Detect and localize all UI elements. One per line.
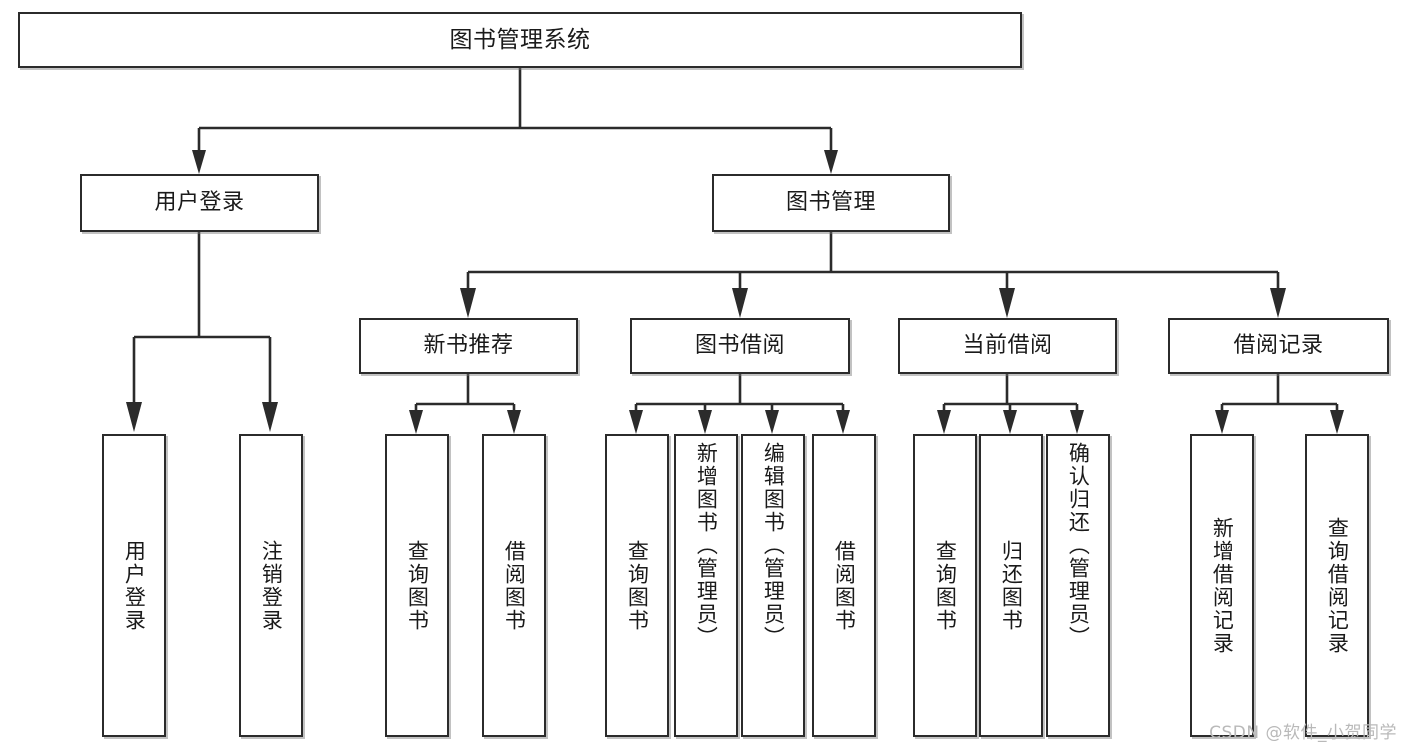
- node-label: 借阅记录: [1233, 333, 1324, 359]
- arrow-bookmgmt-to-records: [1270, 288, 1286, 318]
- leaf-query-book-borrow[interactable]: 查询图书: [605, 434, 669, 737]
- node-label: 注销登录: [259, 539, 284, 632]
- node-new-book-recommendation[interactable]: 新书推荐: [359, 318, 578, 374]
- node-label: 借阅图书: [502, 539, 527, 632]
- node-label: 查询图书: [933, 539, 958, 632]
- node-label: 归还图书: [999, 539, 1024, 632]
- arrow-userlogin-leaf-1: [126, 402, 142, 432]
- node-label: 用户登录: [122, 539, 147, 632]
- arrow-borrow-leaf-3: [765, 410, 779, 434]
- leaf-query-book-newbook[interactable]: 查询图书: [385, 434, 449, 737]
- arrow-newbook-leaf-1: [409, 410, 423, 434]
- node-user-login[interactable]: 用户登录: [80, 174, 319, 232]
- node-label: 查询图书: [405, 539, 430, 632]
- leaf-borrow-book-newbook[interactable]: 借阅图书: [482, 434, 546, 737]
- node-label: 当前借阅: [962, 333, 1053, 359]
- node-book-management[interactable]: 图书管理: [712, 174, 950, 232]
- node-root-book-management-system[interactable]: 图书管理系统: [18, 12, 1022, 68]
- arrow-userlogin-leaf-2: [262, 402, 278, 432]
- arrow-borrow-leaf-4: [836, 410, 850, 434]
- watermark-text: CSDN @软件_小贺同学: [1209, 723, 1397, 743]
- node-label: 图书管理: [785, 190, 876, 216]
- leaf-borrow-book-borrow[interactable]: 借阅图书: [812, 434, 876, 737]
- arrow-newbook-leaf-2: [507, 410, 521, 434]
- arrow-current-leaf-2: [1003, 410, 1017, 434]
- node-label: 编辑图书（管理员）: [761, 442, 786, 649]
- arrow-borrow-leaf-1: [629, 410, 643, 434]
- leaf-query-book-current[interactable]: 查询图书: [913, 434, 977, 737]
- arrow-bookmgmt-to-newbook: [460, 288, 476, 318]
- node-label: 图书借阅: [694, 333, 785, 359]
- arrow-root-to-bookmgmt: [824, 150, 838, 174]
- arrow-current-leaf-1: [937, 410, 951, 434]
- node-label: 借阅图书: [832, 539, 857, 632]
- node-label: 确认归还（管理员）: [1066, 442, 1091, 649]
- arrow-bookmgmt-to-borrow: [732, 288, 748, 318]
- node-label: 图书管理系统: [449, 26, 591, 53]
- node-borrow-records[interactable]: 借阅记录: [1168, 318, 1389, 374]
- leaf-user-login[interactable]: 用户登录: [102, 434, 166, 737]
- node-label: 新增借阅记录: [1210, 516, 1235, 655]
- arrow-bookmgmt-to-current: [999, 288, 1015, 318]
- leaf-return-book[interactable]: 归还图书: [979, 434, 1043, 737]
- leaf-add-book-admin[interactable]: 新增图书（管理员）: [674, 434, 738, 737]
- node-label: 新增图书（管理员）: [694, 442, 719, 649]
- node-label: 用户登录: [154, 190, 245, 216]
- leaf-query-borrow-record[interactable]: 查询借阅记录: [1305, 434, 1369, 737]
- arrow-root-to-userlogin: [192, 150, 206, 174]
- node-current-borrowing[interactable]: 当前借阅: [898, 318, 1117, 374]
- arrow-current-leaf-3: [1070, 410, 1084, 434]
- node-label: 查询借阅记录: [1325, 516, 1350, 655]
- leaf-add-borrow-record[interactable]: 新增借阅记录: [1190, 434, 1254, 737]
- node-label: 查询图书: [625, 539, 650, 632]
- arrow-records-leaf-2: [1330, 410, 1344, 434]
- leaf-edit-book-admin[interactable]: 编辑图书（管理员）: [741, 434, 805, 737]
- node-label: 新书推荐: [423, 333, 514, 359]
- arrow-records-leaf-1: [1215, 410, 1229, 434]
- arrow-borrow-leaf-2: [698, 410, 712, 434]
- leaf-confirm-return-admin[interactable]: 确认归还（管理员）: [1046, 434, 1110, 737]
- node-book-borrowing[interactable]: 图书借阅: [630, 318, 850, 374]
- leaf-logout[interactable]: 注销登录: [239, 434, 303, 737]
